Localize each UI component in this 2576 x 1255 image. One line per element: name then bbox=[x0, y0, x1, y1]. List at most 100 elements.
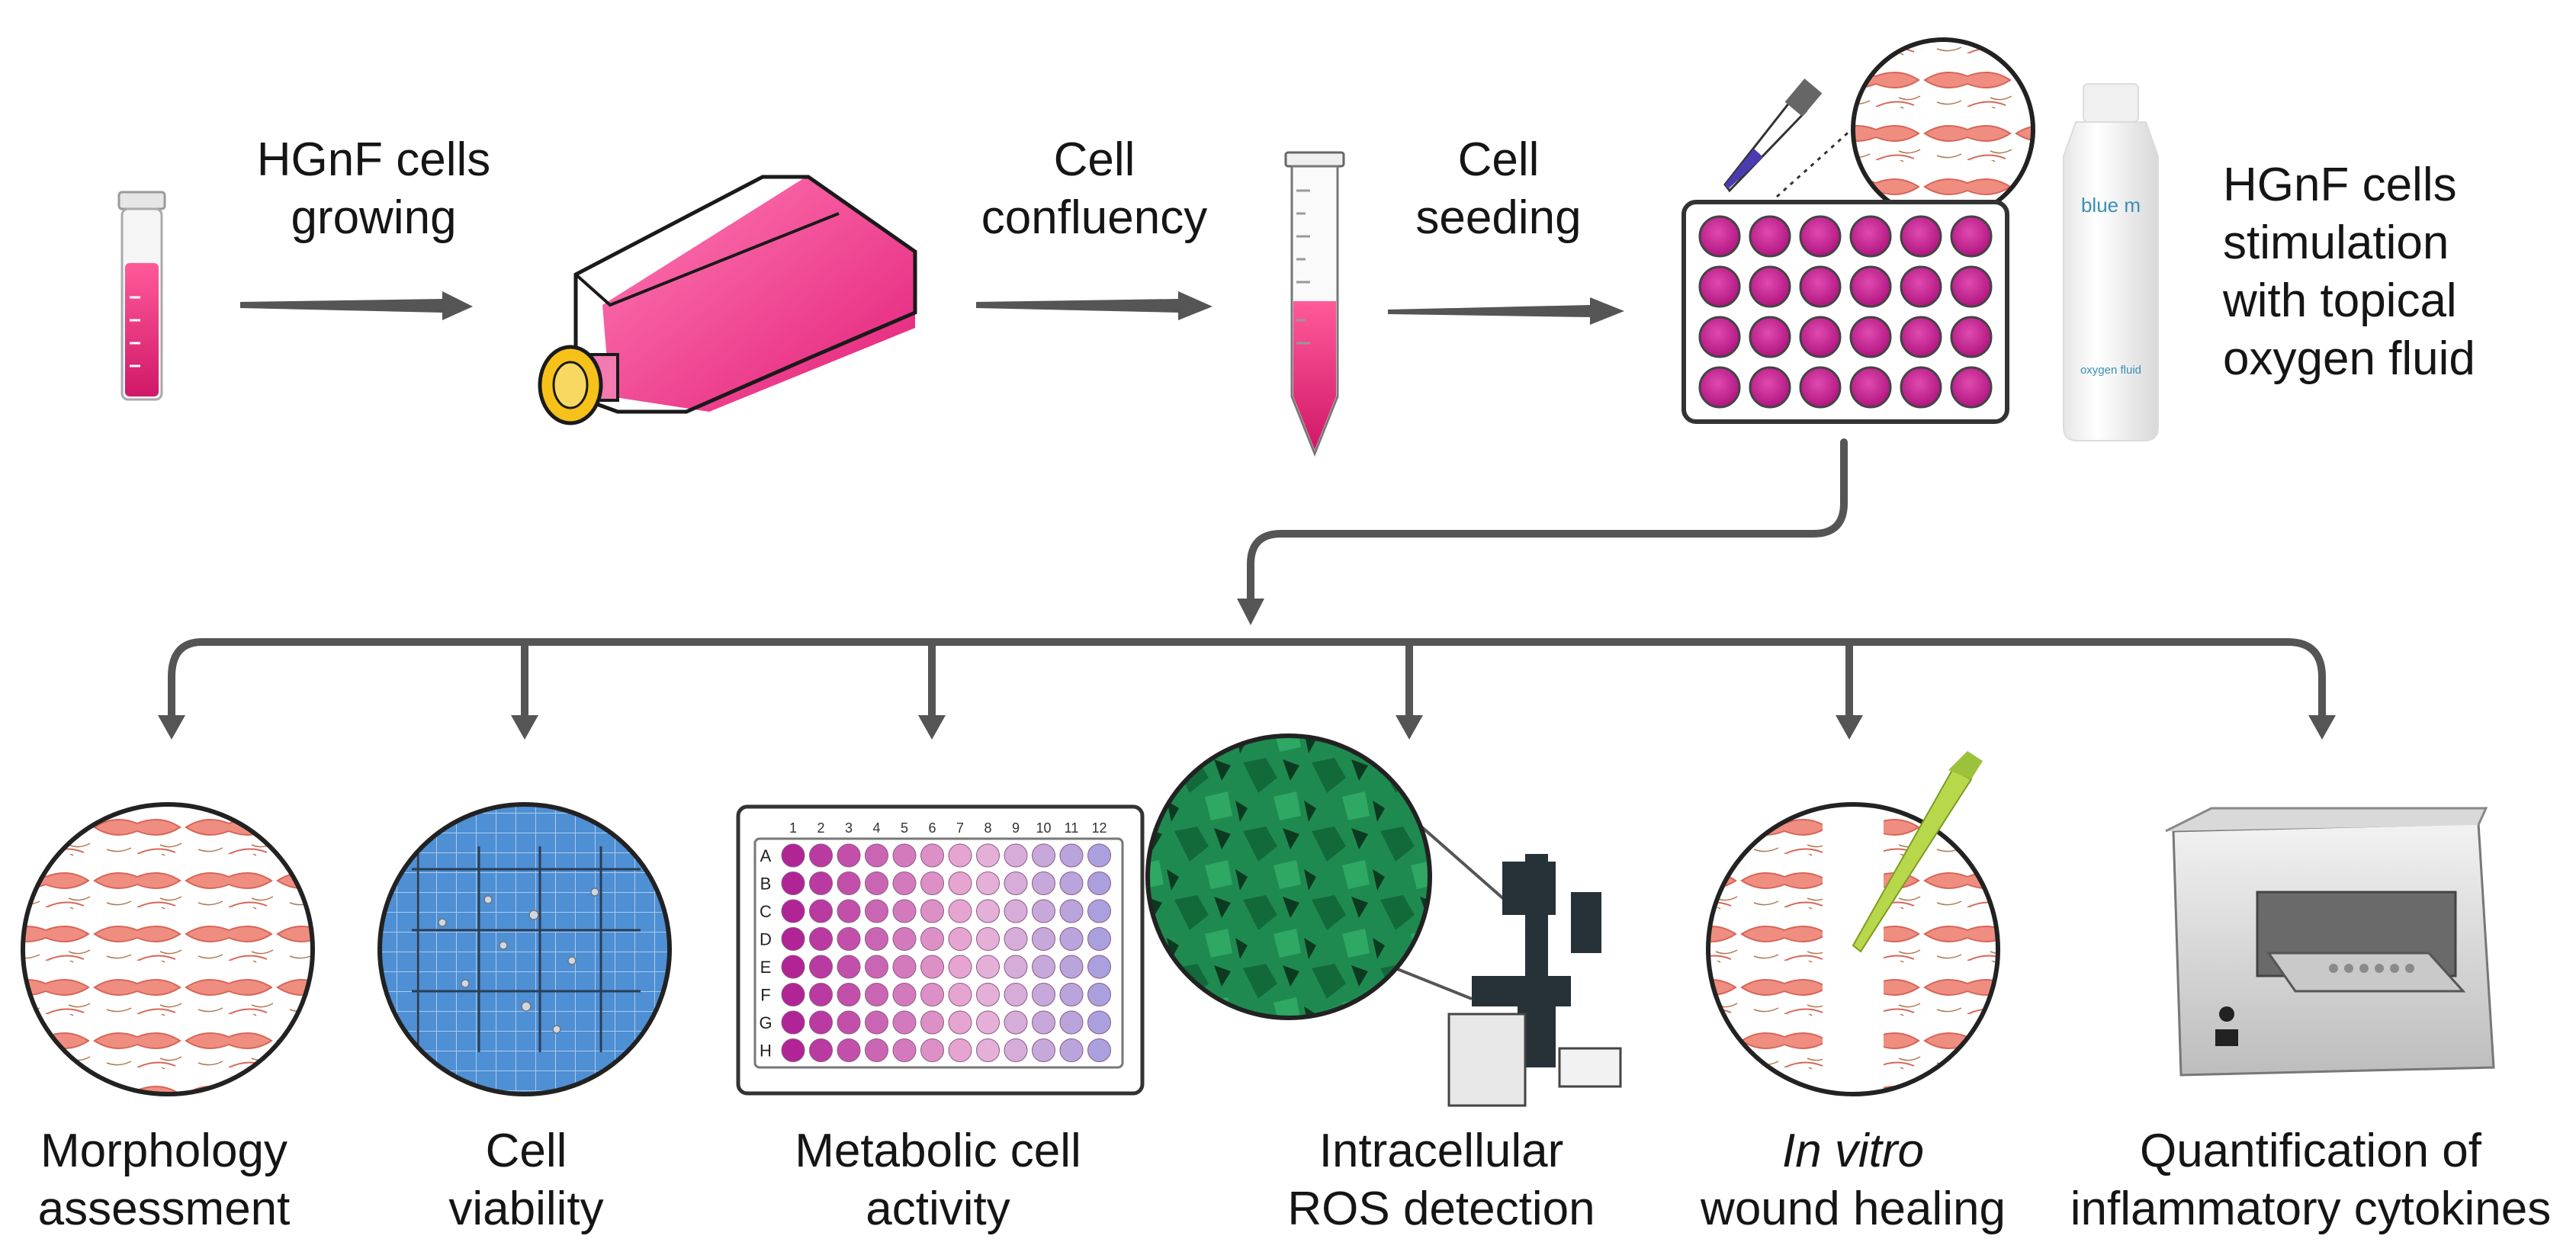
plate96-col-label: 5 bbox=[901, 820, 908, 836]
well-24 bbox=[1698, 215, 1741, 258]
well-24 bbox=[1749, 316, 1791, 358]
plate96-row-label: F bbox=[760, 986, 770, 1005]
well-96 bbox=[837, 927, 861, 951]
plate96-col-label: 10 bbox=[1036, 820, 1051, 836]
well-96 bbox=[865, 899, 888, 923]
assay-cytokines-line1: Quantification of bbox=[2139, 1125, 2482, 1177]
well-96 bbox=[948, 871, 972, 895]
well-96 bbox=[976, 1010, 1000, 1035]
arrow-step1 bbox=[240, 291, 473, 320]
well-96 bbox=[1059, 955, 1084, 979]
step1-label-line1: HGnF cells bbox=[256, 133, 491, 186]
well-96 bbox=[1032, 871, 1055, 895]
cell-viability-icon bbox=[377, 802, 672, 1096]
assay-cytokines-label: Quantification of inflammatory cytokines bbox=[2059, 1122, 2562, 1238]
step1-label-line2: growing bbox=[291, 191, 457, 244]
branch-connector bbox=[168, 438, 2326, 721]
plate96-row-label: D bbox=[760, 930, 772, 949]
well-zoom-icon bbox=[1775, 37, 2035, 230]
well-96 bbox=[1059, 1038, 1084, 1062]
well-96 bbox=[920, 927, 944, 951]
assay-ros-line2: ROS detection bbox=[1287, 1183, 1595, 1235]
well-96 bbox=[1059, 983, 1084, 1006]
well-96 bbox=[837, 843, 861, 868]
plate96-col-label: 3 bbox=[845, 820, 853, 836]
well-96 bbox=[976, 1038, 1000, 1062]
well-24 bbox=[1698, 316, 1741, 358]
well-96 bbox=[837, 871, 861, 895]
well-24 bbox=[1950, 316, 1993, 358]
well-96 bbox=[1032, 983, 1055, 1006]
well-96 bbox=[892, 927, 917, 951]
step4-label: HGnF cells stimulation with topical oxyg… bbox=[2223, 156, 2543, 388]
well-96 bbox=[809, 843, 833, 868]
well-96 bbox=[809, 899, 833, 923]
well-plate-24 bbox=[1681, 200, 2009, 424]
step2-label: Cell confluency bbox=[953, 131, 1235, 247]
plate96-col-label: 6 bbox=[928, 820, 936, 836]
assay-wound-label: In vitro wound healing bbox=[1678, 1122, 2028, 1238]
assay-wound-line1: In vitro bbox=[1781, 1125, 1925, 1177]
well-24 bbox=[1698, 366, 1741, 409]
well-24 bbox=[1900, 215, 1942, 258]
well-96 bbox=[1087, 871, 1111, 895]
plate96-col-label: 8 bbox=[984, 820, 991, 836]
well-96 bbox=[920, 871, 944, 895]
plate96-row-label: C bbox=[760, 902, 772, 921]
assay-morphology-label: Morphology assessment bbox=[4, 1122, 324, 1238]
assay-cytokines-line2: inflammatory cytokines bbox=[2070, 1183, 2552, 1235]
assay-wound-line2: wound healing bbox=[1701, 1183, 2006, 1235]
well-96 bbox=[948, 1010, 972, 1035]
well-96 bbox=[1032, 1010, 1055, 1035]
well-96 bbox=[1032, 843, 1055, 868]
well-96 bbox=[920, 1010, 944, 1035]
pipette-icon bbox=[1723, 79, 1823, 193]
well-96 bbox=[892, 843, 917, 868]
well-96 bbox=[1004, 843, 1028, 868]
morphology-icon bbox=[21, 802, 315, 1096]
well-24 bbox=[1900, 265, 1942, 308]
well-96 bbox=[892, 983, 917, 1006]
well-96 bbox=[948, 843, 972, 868]
well-96 bbox=[1087, 1038, 1111, 1062]
well-96 bbox=[948, 983, 972, 1006]
well-24 bbox=[1900, 316, 1942, 358]
well-96 bbox=[1087, 983, 1111, 1006]
well-24 bbox=[1799, 215, 1842, 258]
assay-metabolic-line1: Metabolic cell bbox=[795, 1125, 1081, 1177]
well-96 bbox=[1087, 843, 1111, 868]
well-96 bbox=[948, 899, 972, 923]
well-96 bbox=[892, 899, 917, 923]
well-96 bbox=[781, 983, 805, 1006]
well-24 bbox=[1749, 366, 1791, 409]
well-96 bbox=[1004, 871, 1028, 895]
assay-morphology-line1: Morphology bbox=[40, 1125, 287, 1177]
step2-label-line2: confluency bbox=[981, 191, 1208, 244]
plate-reader-icon bbox=[2165, 807, 2495, 1077]
well-96 bbox=[865, 871, 888, 895]
well-96 bbox=[892, 955, 917, 979]
step4-label-line4: oxygen fluid bbox=[2223, 332, 2475, 385]
cryo-tube-icon bbox=[117, 191, 166, 401]
well-96 bbox=[809, 983, 833, 1006]
oxygen-fluid-bottle: blue m oxygen fluid bbox=[2063, 83, 2159, 441]
well-24 bbox=[1950, 366, 1993, 409]
plate96-col-label: 11 bbox=[1065, 820, 1079, 836]
step1-label: HGnF cells growing bbox=[221, 131, 526, 247]
well-24 bbox=[1799, 366, 1842, 409]
well-96 bbox=[1087, 927, 1111, 951]
well-96 bbox=[920, 899, 944, 923]
well-96 bbox=[781, 899, 805, 923]
well-96 bbox=[809, 1038, 833, 1062]
well-96 bbox=[781, 843, 805, 868]
well-96 bbox=[1004, 955, 1028, 979]
step4-label-line1: HGnF cells bbox=[2223, 159, 2457, 211]
plate96-row-label: A bbox=[760, 846, 772, 865]
well-96 bbox=[781, 1010, 805, 1035]
well-24 bbox=[1849, 316, 1892, 358]
conical-tube-icon bbox=[1284, 151, 1345, 457]
well-96 bbox=[1004, 1038, 1028, 1062]
step3-label: Cell seeding bbox=[1380, 131, 1617, 247]
wound-healing-icon bbox=[1706, 751, 2000, 1096]
